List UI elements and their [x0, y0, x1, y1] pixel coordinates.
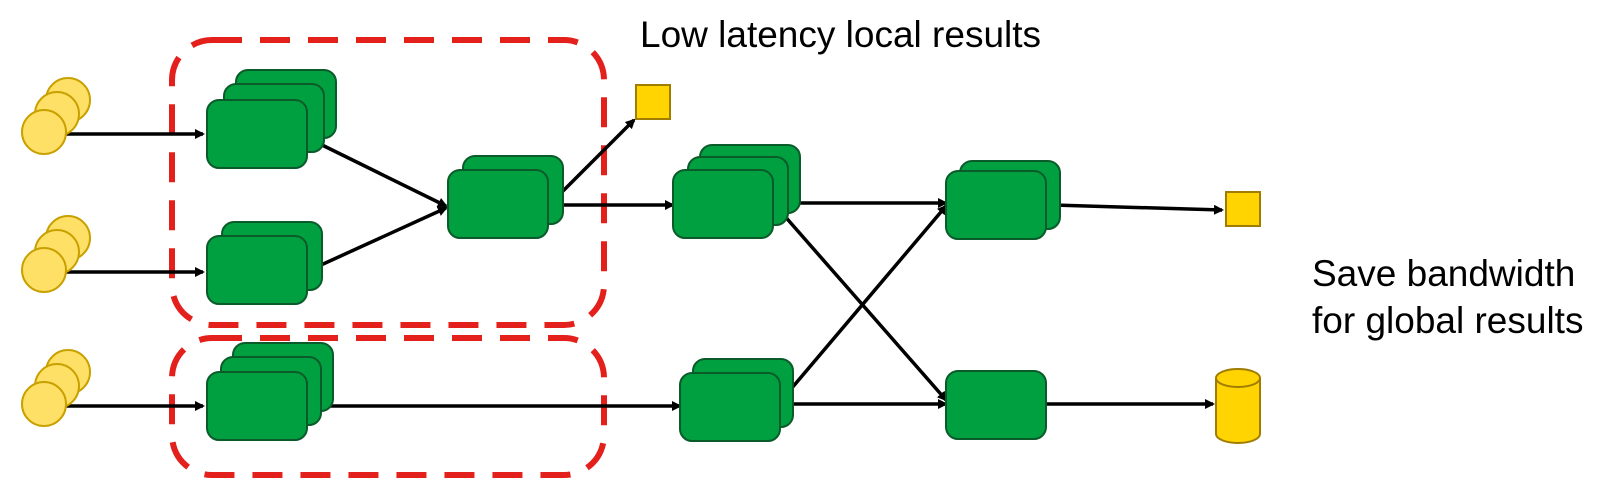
- operator-edge-3-icon: [206, 342, 334, 441]
- operator-right-top-icon: [945, 160, 1061, 240]
- operator-edge-2-icon: [206, 221, 323, 305]
- source-2-circle-stack-icon: [21, 215, 91, 293]
- source-3-circle-stack-icon: [21, 349, 91, 427]
- edge-op1-agg: [319, 142, 448, 208]
- edge-right-top-sink: [1052, 203, 1224, 215]
- local-sink-square-icon: [635, 84, 671, 120]
- database-cylinder-icon: [1215, 368, 1261, 444]
- annotation-global-results-line2: for global results: [1312, 300, 1584, 341]
- edge-mid-top-right-bottom: [773, 203, 948, 402]
- operator-edge-1-icon: [206, 69, 337, 169]
- annotation-global-results: Save bandwidth for global results: [1312, 250, 1583, 344]
- annotation-global-results-line1: Save bandwidth: [1312, 253, 1576, 294]
- operator-right-bottom-icon: [945, 370, 1047, 440]
- edges: [66, 118, 1224, 411]
- global-sink-square-icon: [1225, 191, 1261, 227]
- edge-mid-bottom-right-top: [778, 204, 948, 404]
- operator-mid-top-icon: [672, 144, 801, 239]
- source-1-circle-stack-icon: [21, 77, 91, 155]
- operator-mid-bottom-icon: [679, 358, 794, 442]
- operator-aggregate-icon: [447, 155, 564, 239]
- edge-op2-agg: [309, 206, 448, 272]
- annotation-local-results: Low latency local results: [640, 14, 1042, 55]
